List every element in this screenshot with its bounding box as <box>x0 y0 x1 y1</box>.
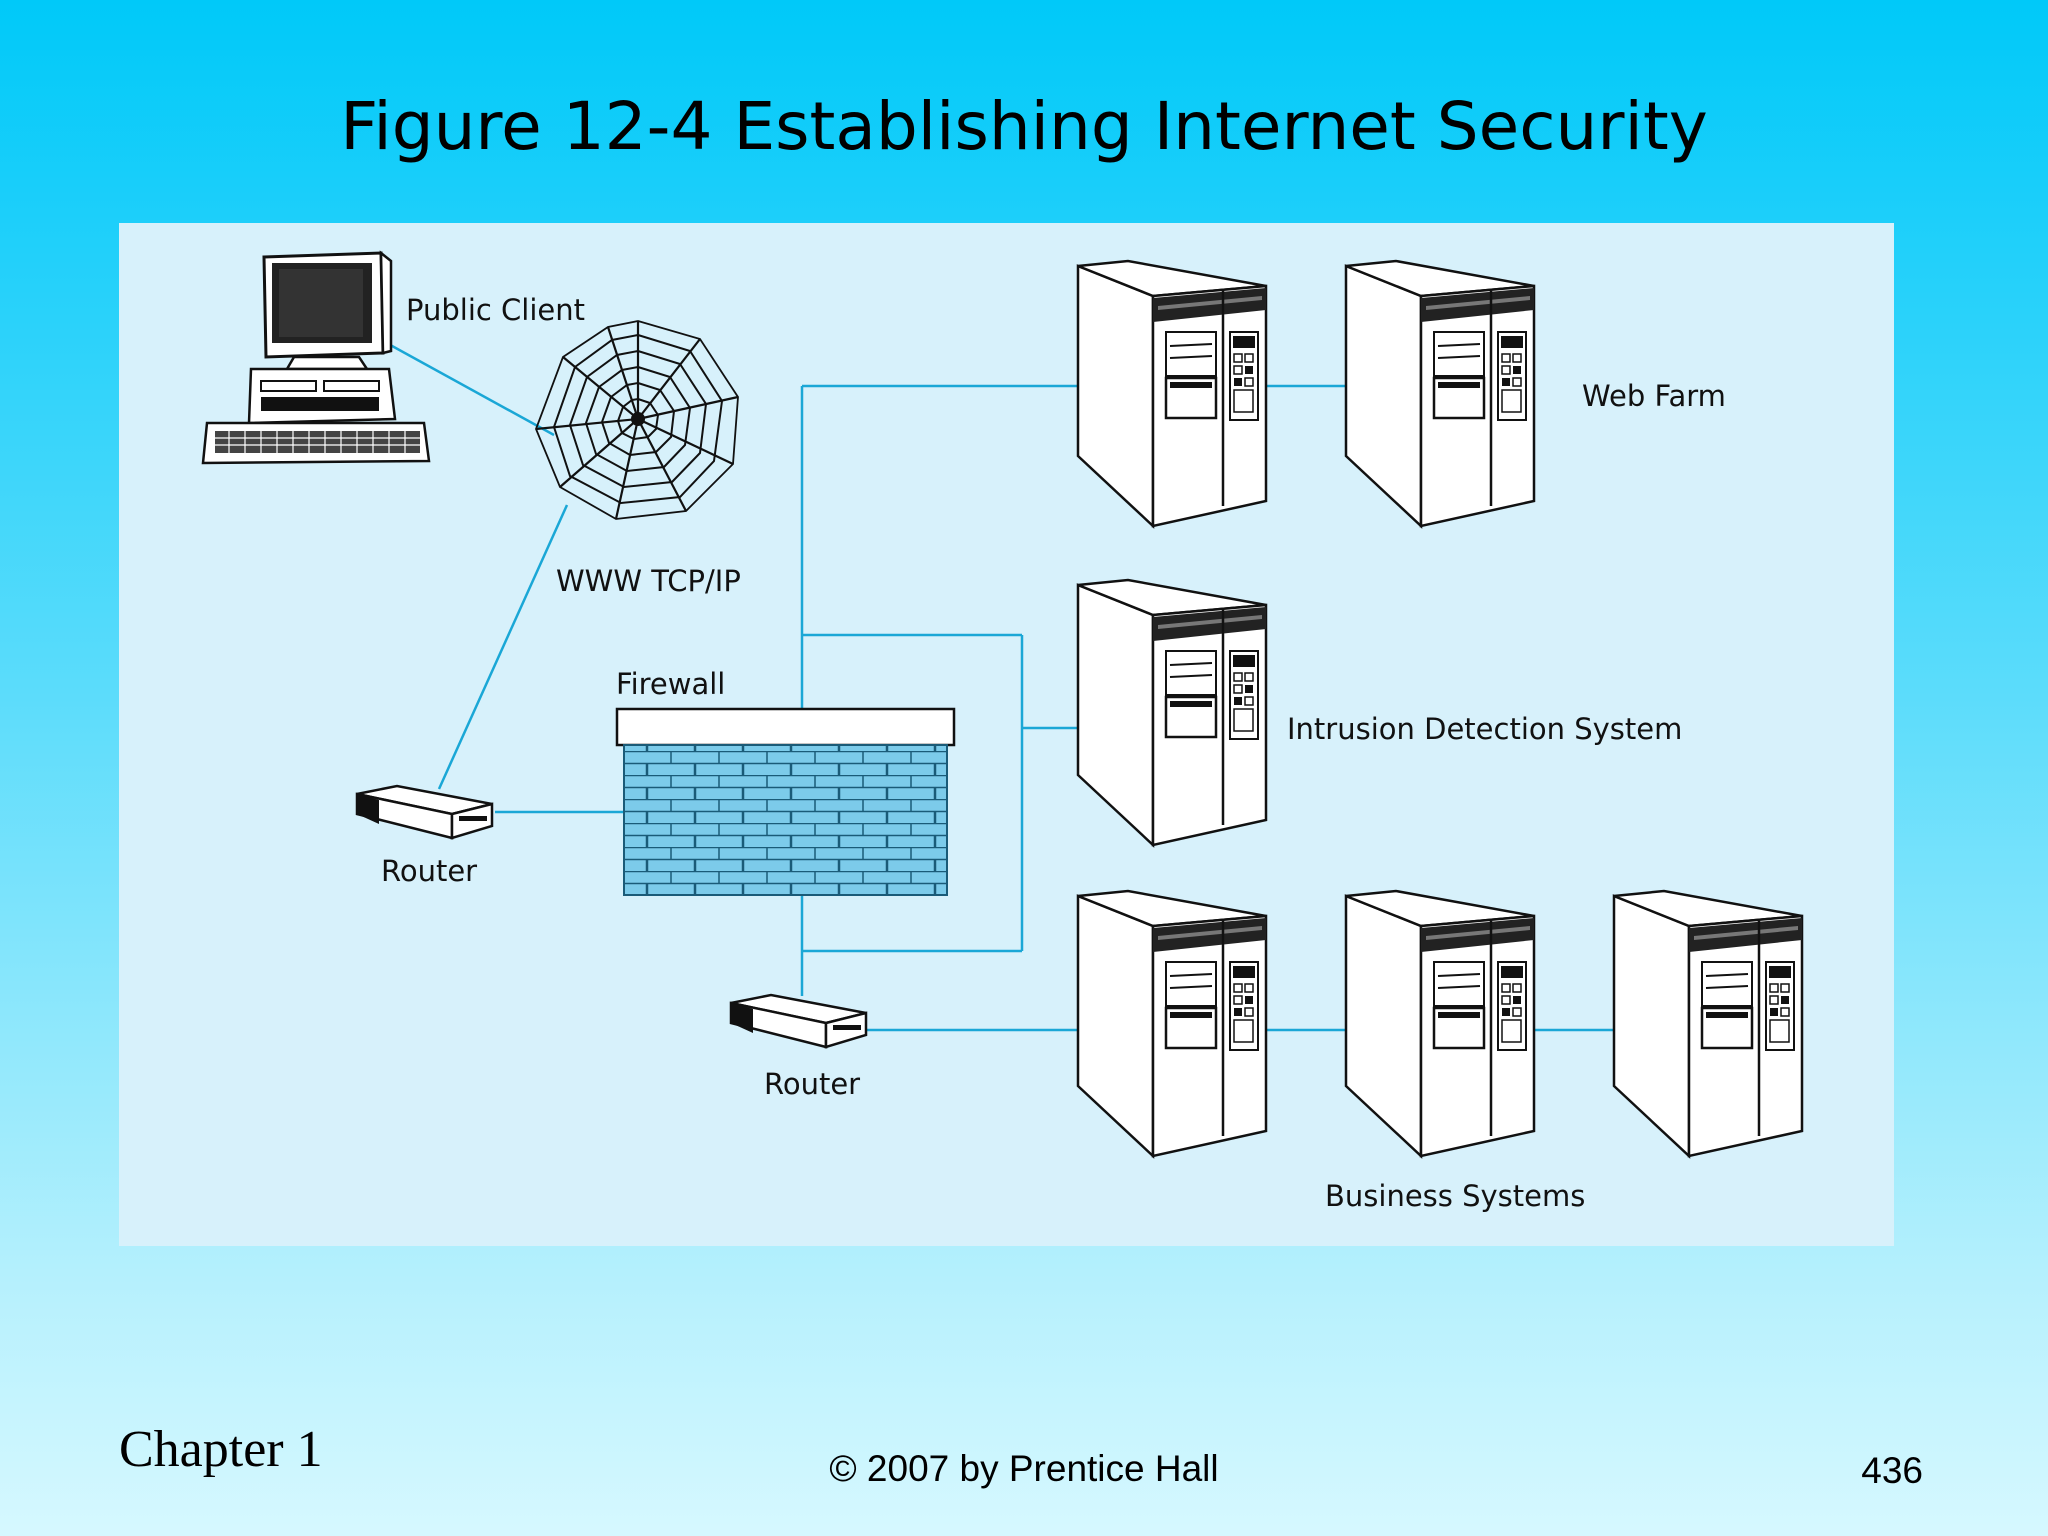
footer-chapter: Chapter 1 <box>119 1421 323 1478</box>
ids-label: Intrusion Detection System <box>1287 712 1682 746</box>
connection-lines <box>382 339 1614 1032</box>
intrusion-detection-server-icon <box>1076 578 1268 847</box>
firewall-label: Firewall <box>616 667 725 701</box>
business-server-3-icon <box>1612 889 1804 1158</box>
router-bottom-icon <box>729 993 868 1049</box>
web-farm-server-1-icon <box>1076 259 1268 528</box>
business-server-2-icon <box>1344 889 1536 1158</box>
slide-title: Figure 12-4 Establishing Internet Securi… <box>340 88 1708 165</box>
www-label: WWW TCP/IP <box>556 564 741 598</box>
firewall-brick-wall-icon <box>615 707 956 896</box>
business-server-1-icon <box>1076 889 1268 1158</box>
router-bottom-label: Router <box>764 1067 860 1101</box>
diagram-panel: Public Client WWW TCP/IP Firewall Router… <box>119 223 1894 1246</box>
web-farm-label: Web Farm <box>1582 379 1726 413</box>
network-diagram: Public Client WWW TCP/IP Firewall Router… <box>201 250 1804 1213</box>
desktop-computer-icon <box>201 250 431 465</box>
router-left-label: Router <box>381 854 477 888</box>
web-farm-server-2-icon <box>1344 259 1536 528</box>
business-systems-label: Business Systems <box>1325 1179 1585 1213</box>
footer-copyright: © 2007 by Prentice Hall <box>829 1448 1219 1489</box>
router-left-icon <box>355 784 494 840</box>
public-client-label: Public Client <box>406 293 585 327</box>
spider-web-icon <box>535 320 739 520</box>
footer-page-number: 436 <box>1861 1450 1923 1491</box>
